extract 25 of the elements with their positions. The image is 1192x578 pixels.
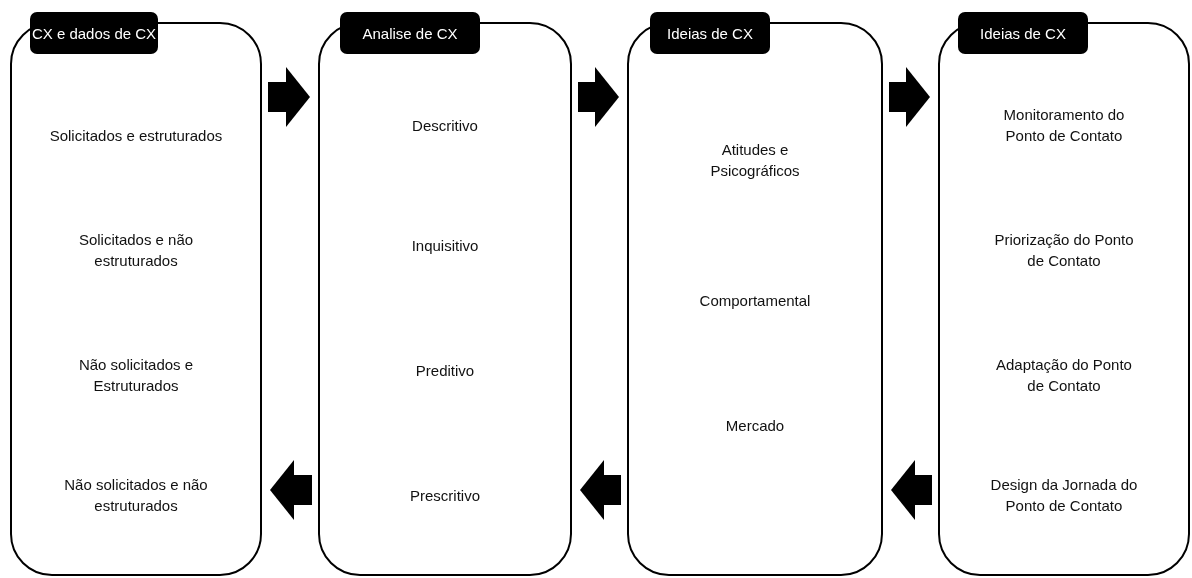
item-label: Adaptação do Ponto de Contato (995, 355, 1133, 396)
item-label: Comportamental (698, 290, 812, 311)
column-header: CX e dados de CX (30, 12, 158, 54)
column-header: Analise de CX (340, 12, 480, 54)
item-label: Solicitados e estruturados (48, 125, 224, 146)
item-label: Prescritivo (409, 485, 481, 506)
block-arrow (270, 460, 312, 520)
item-label: Solicitados e não estruturados (77, 230, 195, 271)
block-arrow (268, 67, 310, 127)
column-header: Ideias de CX (958, 12, 1088, 54)
item-label: Monitoramento do Ponto de Contato (1002, 105, 1126, 146)
item-label: Não solicitados e Estruturados (77, 355, 195, 396)
item-label: Preditivo (414, 360, 476, 381)
item-label: Não solicitados e não estruturados (63, 475, 209, 516)
item-label: Atitudes e Psicográficos (709, 140, 801, 181)
block-arrow (580, 460, 621, 520)
item-label: Inquisitivo (410, 235, 480, 256)
block-arrow (891, 460, 932, 520)
item-label: Descritivo (411, 115, 479, 136)
block-arrow (578, 67, 619, 127)
item-label: Mercado (724, 415, 786, 436)
column-header: Ideias de CX (650, 12, 770, 54)
item-label: Priorização do Ponto de Contato (993, 230, 1135, 271)
item-label: Design da Jornada do Ponto de Contato (989, 475, 1139, 516)
block-arrow (889, 67, 930, 127)
